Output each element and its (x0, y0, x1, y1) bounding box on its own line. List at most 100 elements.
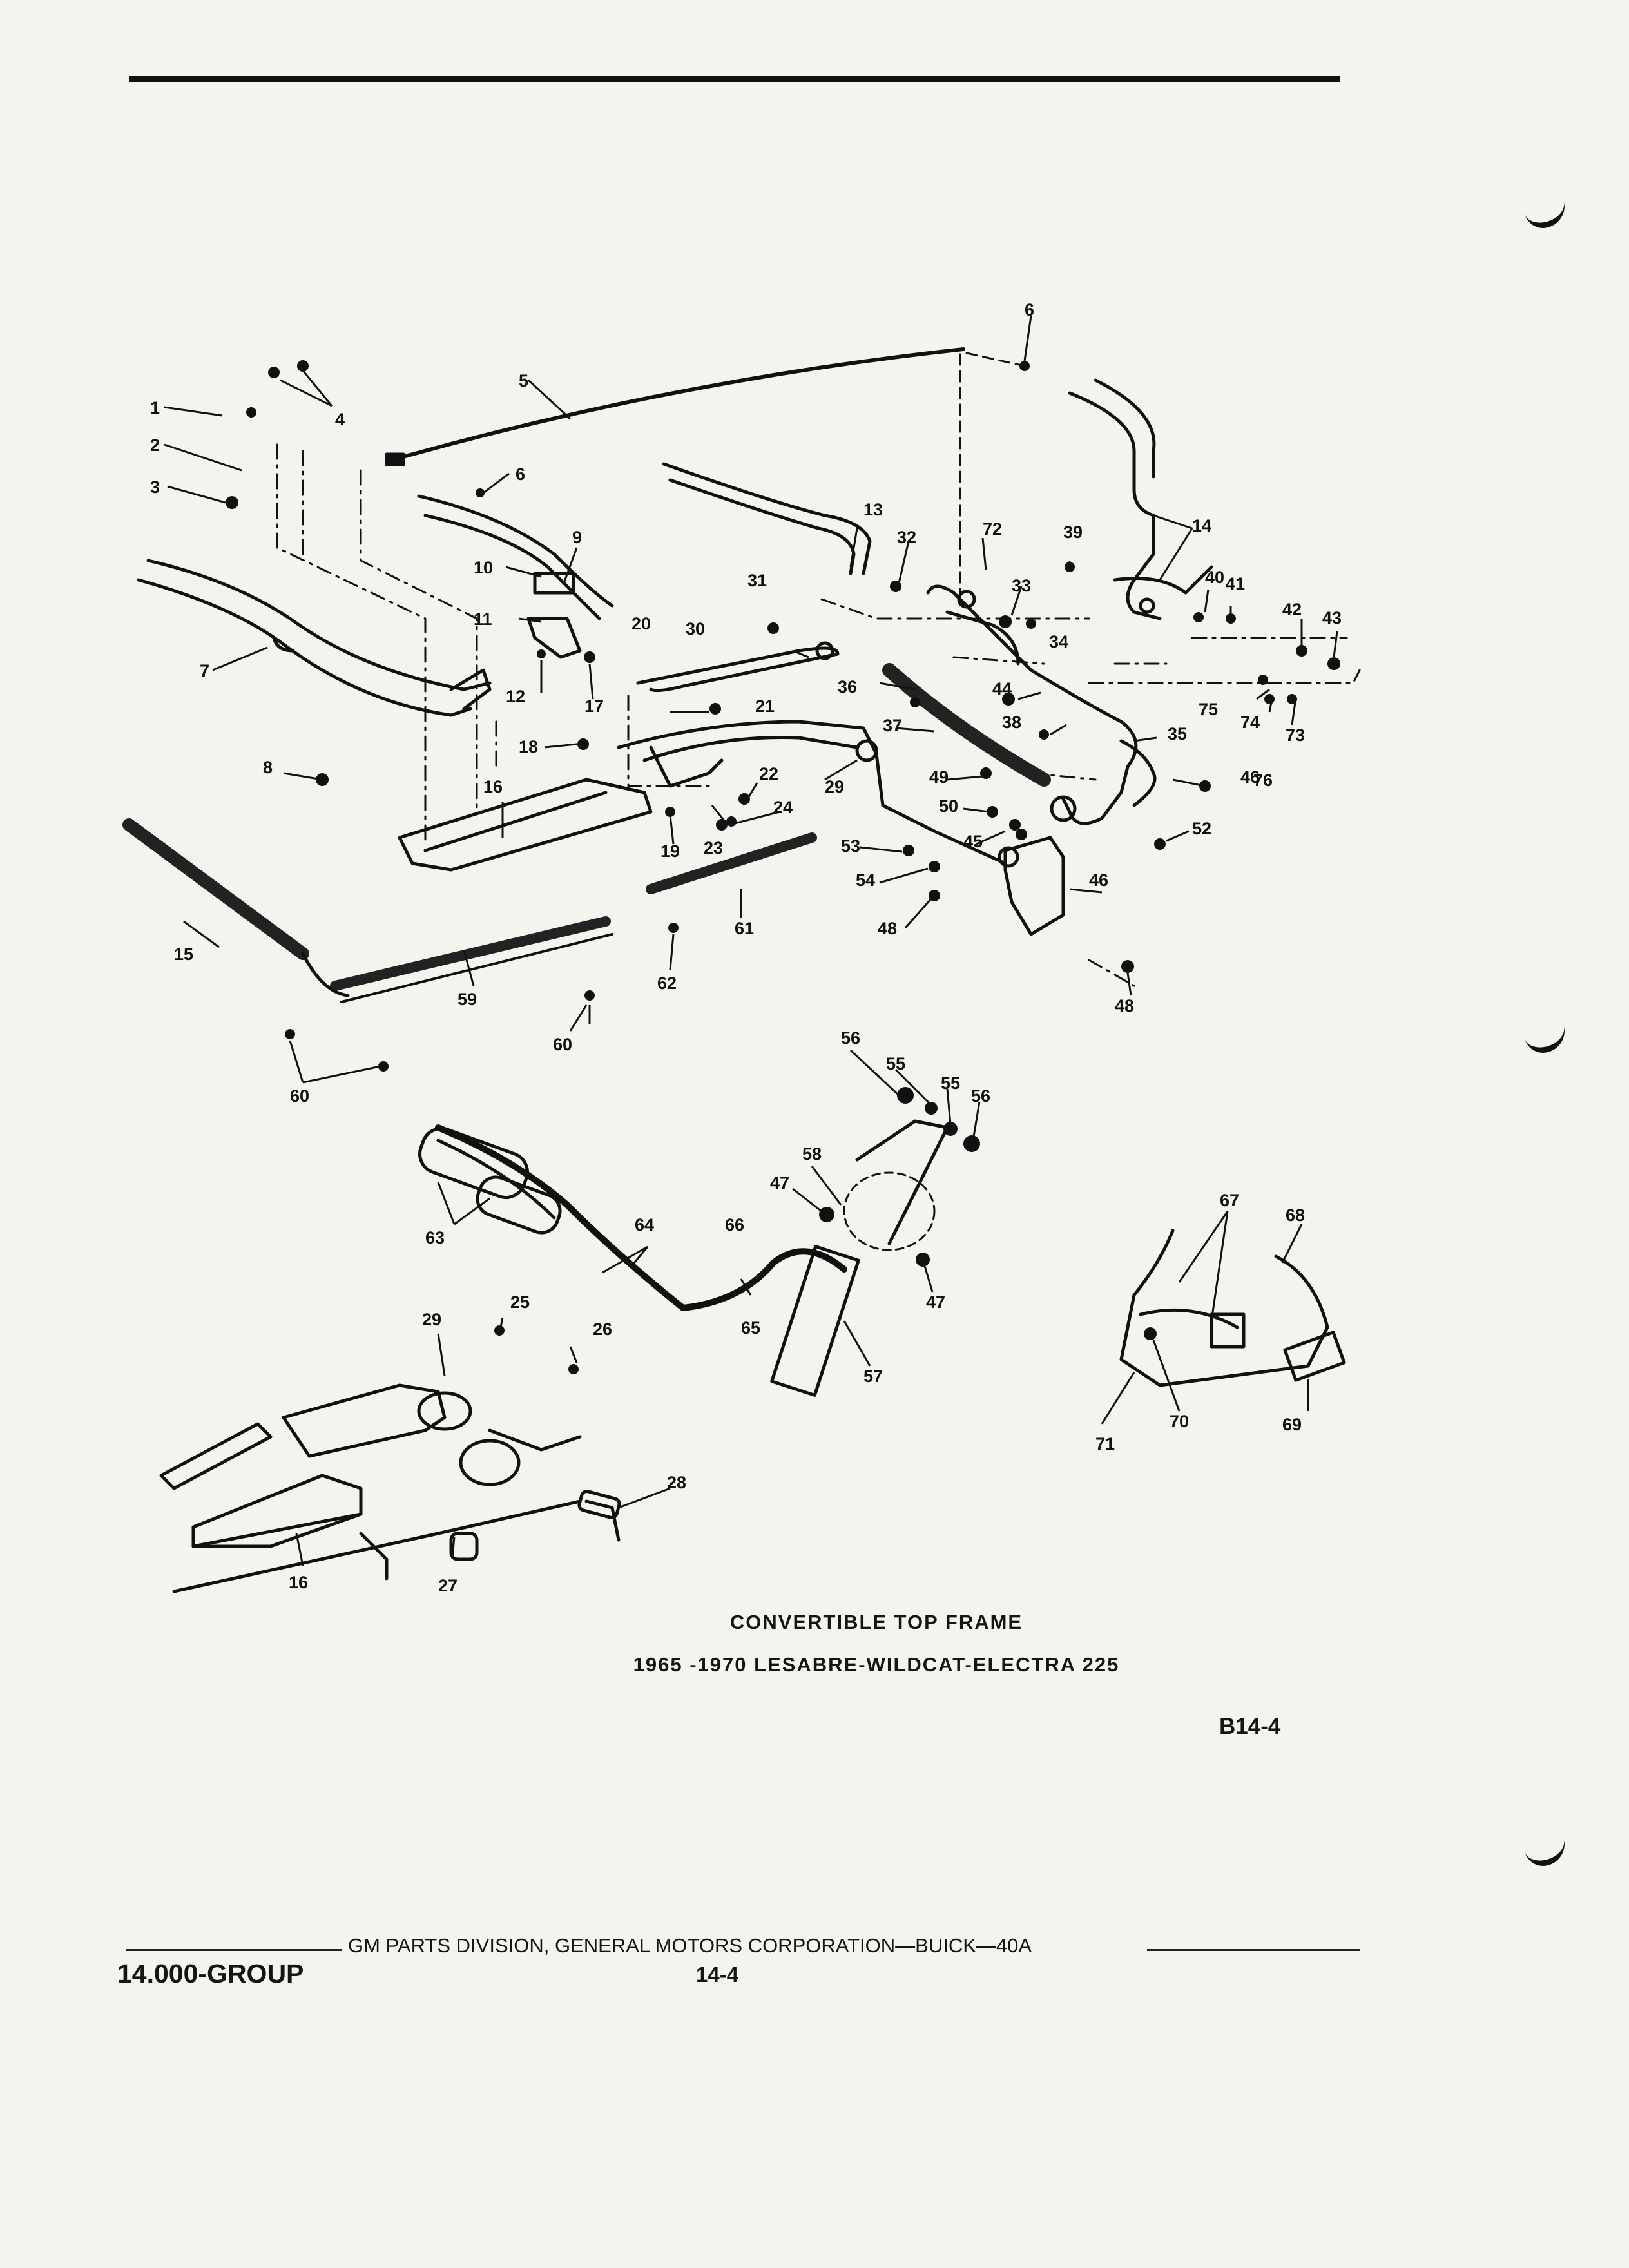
callout-19: 19 (660, 841, 680, 861)
callout-23: 23 (704, 838, 723, 858)
front-side-bracket (398, 778, 653, 872)
callout-47: 47 (770, 1173, 789, 1193)
callout-60: 60 (290, 1086, 309, 1106)
callout-48: 48 (1115, 996, 1134, 1015)
callout-76: 76 (1253, 771, 1273, 790)
callout-9: 9 (572, 528, 582, 547)
callout-18: 18 (519, 737, 538, 756)
callout-56: 56 (971, 1086, 990, 1106)
callout-46: 46 (1240, 767, 1260, 787)
callout-41: 41 (1226, 574, 1245, 593)
callout-26: 26 (593, 1320, 612, 1339)
figure-title: CONVERTIBLE TOP FRAME (729, 1611, 1023, 1633)
callout-3: 3 (150, 477, 160, 497)
figure-code: B14-4 (1219, 1714, 1281, 1739)
callout-69: 69 (1282, 1415, 1302, 1434)
callout-7: 7 (200, 661, 209, 680)
footer-group: 14.000-GROUP (117, 1959, 304, 1988)
callout-37: 37 (883, 716, 902, 735)
callout-71: 71 (1095, 1434, 1115, 1454)
callout-30: 30 (686, 619, 705, 639)
callout-38: 38 (1002, 713, 1021, 732)
callout-12: 12 (506, 687, 525, 706)
callout-60: 60 (553, 1035, 572, 1054)
callout-45: 45 (963, 832, 983, 851)
callout-44: 44 (992, 679, 1012, 698)
callout-6: 6 (1025, 300, 1034, 320)
callout-28: 28 (667, 1473, 686, 1492)
callout-15: 15 (174, 945, 193, 964)
callout-57: 57 (863, 1367, 883, 1386)
figure-subtitle: 1965 -1970 LESABRE-WILDCAT-ELECTRA 225 (633, 1653, 1120, 1676)
callout-8: 8 (263, 758, 273, 777)
callout-6: 6 (516, 465, 525, 484)
inset-bushing (449, 1532, 479, 1561)
callout-48: 48 (878, 919, 897, 938)
callout-31: 31 (747, 571, 767, 590)
callout-5: 5 (519, 371, 528, 390)
callout-36: 36 (838, 677, 857, 697)
callout-32: 32 (897, 528, 916, 547)
callout-25: 25 (510, 1293, 530, 1312)
seal-pad (1283, 1331, 1346, 1382)
hydraulic-cylinder (418, 1126, 529, 1200)
callout-34: 34 (1049, 632, 1068, 651)
footer-page-number: 14-4 (696, 1963, 739, 1986)
callout-67: 67 (1220, 1191, 1239, 1210)
callout-55: 55 (886, 1054, 905, 1073)
balance-link (1003, 836, 1065, 936)
rear-side-rail (662, 462, 872, 575)
callout-49: 49 (929, 767, 949, 787)
rear-hinge (1068, 391, 1162, 620)
inset-link (159, 1422, 273, 1490)
weatherstrip-side-front (330, 916, 611, 991)
cable-clip (385, 452, 405, 466)
front-header (146, 559, 492, 691)
pump-arm (855, 1119, 949, 1245)
callout-16: 16 (289, 1573, 308, 1592)
callout-22: 22 (759, 764, 778, 783)
footer-rule-left (126, 1949, 342, 1951)
weatherstrip-front (122, 818, 309, 960)
side-rail-bracket (533, 572, 575, 595)
relay-box (1210, 1312, 1246, 1349)
callout-35: 35 (1168, 724, 1187, 744)
motor-mount (1119, 1229, 1329, 1387)
weatherstrip-rear (882, 663, 1051, 787)
callout-58: 58 (802, 1144, 822, 1164)
callout-59: 59 (458, 990, 477, 1009)
callout-66: 66 (725, 1215, 744, 1235)
callout-16: 16 (483, 777, 503, 796)
hydraulic-hose (435, 1124, 847, 1311)
weatherstrip-center (646, 832, 817, 894)
callout-29: 29 (422, 1310, 441, 1329)
callout-54: 54 (856, 870, 875, 890)
callout-52: 52 (1192, 819, 1211, 838)
callout-43: 43 (1322, 608, 1342, 628)
callout-10: 10 (474, 558, 493, 577)
callout-68: 68 (1286, 1206, 1305, 1225)
callout-62: 62 (657, 974, 677, 993)
center-link (617, 720, 1007, 865)
callout-2: 2 (150, 436, 160, 455)
callout-75: 75 (1199, 700, 1218, 719)
callout-33: 33 (1012, 576, 1031, 595)
callout-42: 42 (1282, 600, 1302, 619)
callout-63: 63 (425, 1228, 445, 1247)
footer-division: GM PARTS DIVISION, GENERAL MOTORS CORPOR… (348, 1934, 1032, 1957)
callout-14: 14 (1192, 516, 1211, 535)
pump-cylinder (770, 1245, 860, 1397)
callout-74: 74 (1240, 713, 1260, 732)
callout-65: 65 (741, 1318, 760, 1338)
callout-29: 29 (825, 777, 844, 796)
callout-56: 56 (841, 1028, 860, 1048)
side-rail-front (417, 494, 614, 608)
callout-39: 39 (1063, 523, 1083, 542)
callout-46: 46 (1089, 870, 1108, 890)
callout-47: 47 (926, 1293, 945, 1312)
footer-rule-right (1147, 1949, 1360, 1951)
top-cable (394, 347, 965, 461)
callout-72: 72 (983, 519, 1002, 539)
callout-64: 64 (635, 1215, 654, 1235)
